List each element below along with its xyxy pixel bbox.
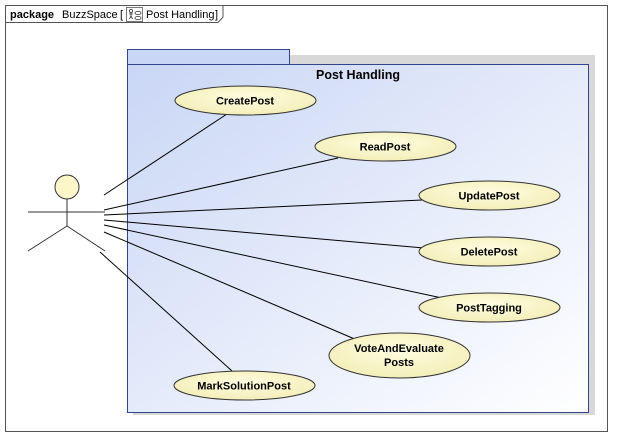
frame-keyword: package <box>10 9 54 21</box>
use-case-mark-solution-post[interactable]: MarkSolutionPost <box>173 370 316 401</box>
frame-bracket-close: ] <box>215 9 218 21</box>
association-create-post <box>103 113 228 196</box>
use-case-label: DeletePost <box>461 247 518 259</box>
use-case-post-tagging[interactable]: PostTagging <box>418 292 561 323</box>
association-post-tagging <box>103 224 443 299</box>
use-case-create-post[interactable]: CreatePost <box>174 85 317 116</box>
use-case-diagram-icon <box>126 7 143 22</box>
use-case-read-post[interactable]: ReadPost <box>314 131 457 162</box>
association-read-post <box>103 157 339 211</box>
use-case-label: PostTagging <box>456 303 522 315</box>
stick-figure-actor-icon[interactable] <box>27 174 106 252</box>
frame-name: BuzzSpace <box>62 9 118 21</box>
package-name: Post Handling <box>316 68 400 82</box>
use-case-label: MarkSolutionPost <box>197 381 291 393</box>
associations <box>99 113 443 372</box>
use-case-vote-and-evaluate-posts[interactable]: VoteAndEvaluate Posts <box>328 332 471 379</box>
association-update-post <box>103 199 423 216</box>
use-case-delete-post[interactable]: DeletePost <box>418 236 561 267</box>
association-vote-and-evaluate-posts <box>103 231 358 341</box>
use-case-label-line1: VoteAndEvaluate <box>354 343 444 355</box>
actor-head <box>54 174 80 200</box>
use-case-label: CreatePost <box>216 96 274 108</box>
use-case-label: UpdatePost <box>458 191 519 203</box>
use-case-label: ReadPost <box>360 142 411 154</box>
frame-diagram-name: Post Handling <box>146 9 215 21</box>
use-case-label-line2: Posts <box>384 357 414 369</box>
association-mark-solution-post <box>99 251 233 372</box>
use-case-update-post[interactable]: UpdatePost <box>418 180 561 211</box>
frame-bracket-open: [ <box>120 9 123 21</box>
association-delete-post <box>103 219 425 249</box>
